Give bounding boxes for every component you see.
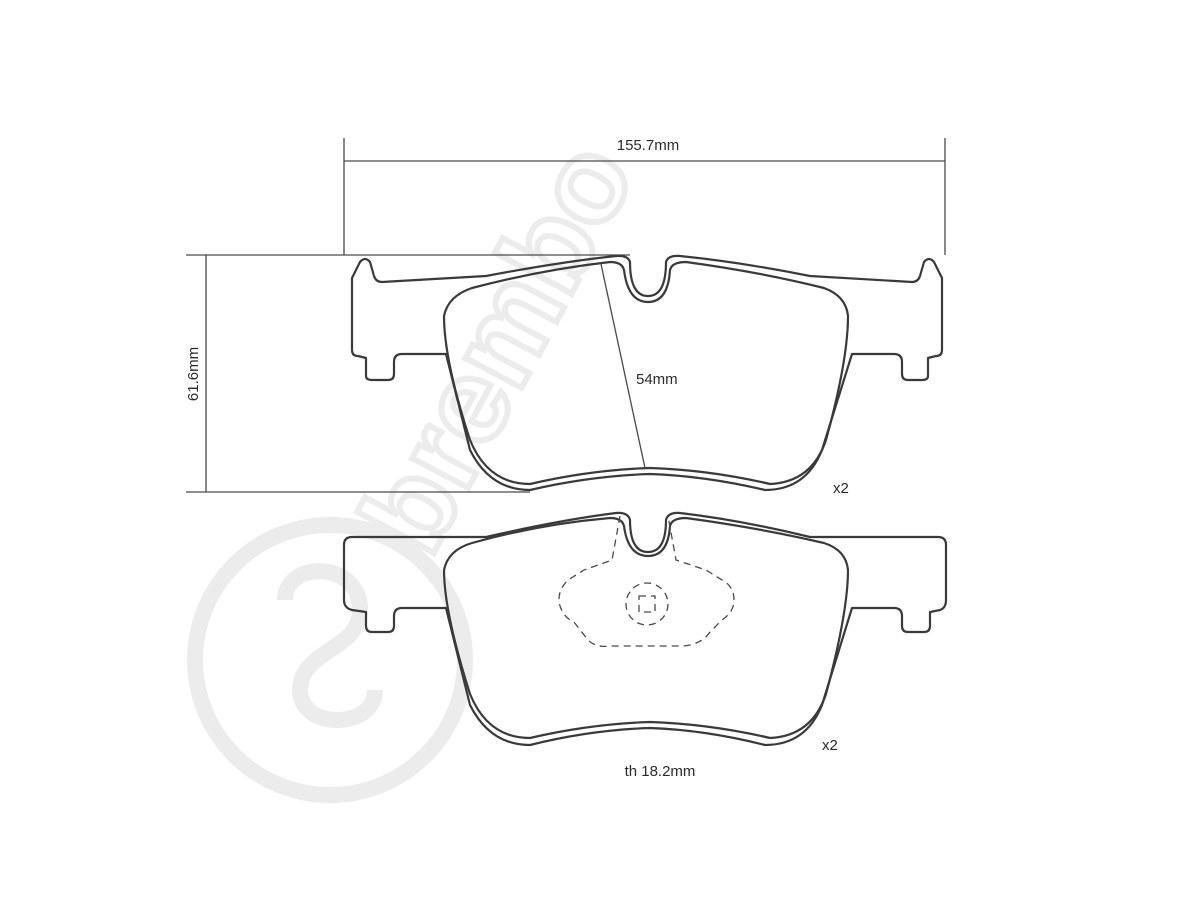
top-pad-quantity: x2 bbox=[833, 480, 849, 497]
bottom-pad-quantity: x2 bbox=[822, 737, 838, 754]
width-dimension: 155.7mm bbox=[343, 137, 946, 255]
hidden-center-square bbox=[638, 595, 656, 613]
width-label: 155.7mm bbox=[617, 137, 680, 154]
bottom-brake-pad: x2 th 18.2mm bbox=[342, 511, 948, 780]
inner-height-label: 54mm bbox=[636, 371, 678, 388]
top-pad-friction-material bbox=[442, 260, 850, 486]
brand-watermark: brembo bbox=[187, 118, 663, 803]
top-pad-backing-plate bbox=[350, 254, 944, 492]
hidden-piston-circle bbox=[625, 582, 669, 626]
inner-height-line bbox=[600, 263, 646, 469]
height-dimension: 61.6mm bbox=[185, 254, 630, 493]
bottom-pad-friction-material bbox=[442, 516, 850, 740]
height-label: 61.6mm bbox=[185, 347, 202, 401]
hidden-plate-outline bbox=[558, 515, 735, 648]
bottom-pad-backing-plate bbox=[342, 511, 948, 747]
top-brake-pad: 54mm x2 bbox=[350, 254, 944, 497]
thickness-label: th 18.2mm bbox=[625, 763, 696, 780]
brand-watermark-text: brembo bbox=[335, 121, 660, 572]
